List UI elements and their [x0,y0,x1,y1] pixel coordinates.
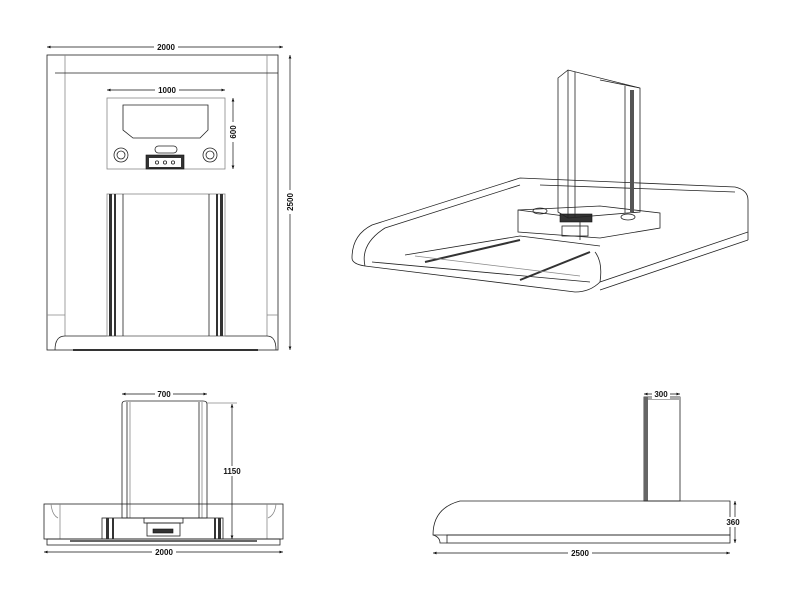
isometric-view [351,69,749,293]
side-view: 300 360 2500 [432,389,742,558]
iso-base-block [517,205,661,240]
top-width-dimension: 2000 [157,43,175,52]
iso-column [557,69,641,219]
control-panel [106,97,226,170]
column-width-dimension: 700 [157,390,171,399]
front-base-width-dimension: 2000 [155,548,173,557]
front-view: 700 1150 2000 [43,389,284,557]
base-height-dimension: 360 [726,518,740,527]
panel-depth-dimension: 600 [229,125,238,139]
column-depth-dimension: 300 [654,390,668,399]
top-depth-dimension: 2500 [286,193,295,211]
rails [106,193,226,337]
column-height-dimension: 1150 [223,467,241,476]
top-view: 2000 1000 600 2500 [46,42,295,351]
panel-width-dimension: 1000 [158,86,176,95]
base-length-dimension: 2500 [571,549,589,558]
